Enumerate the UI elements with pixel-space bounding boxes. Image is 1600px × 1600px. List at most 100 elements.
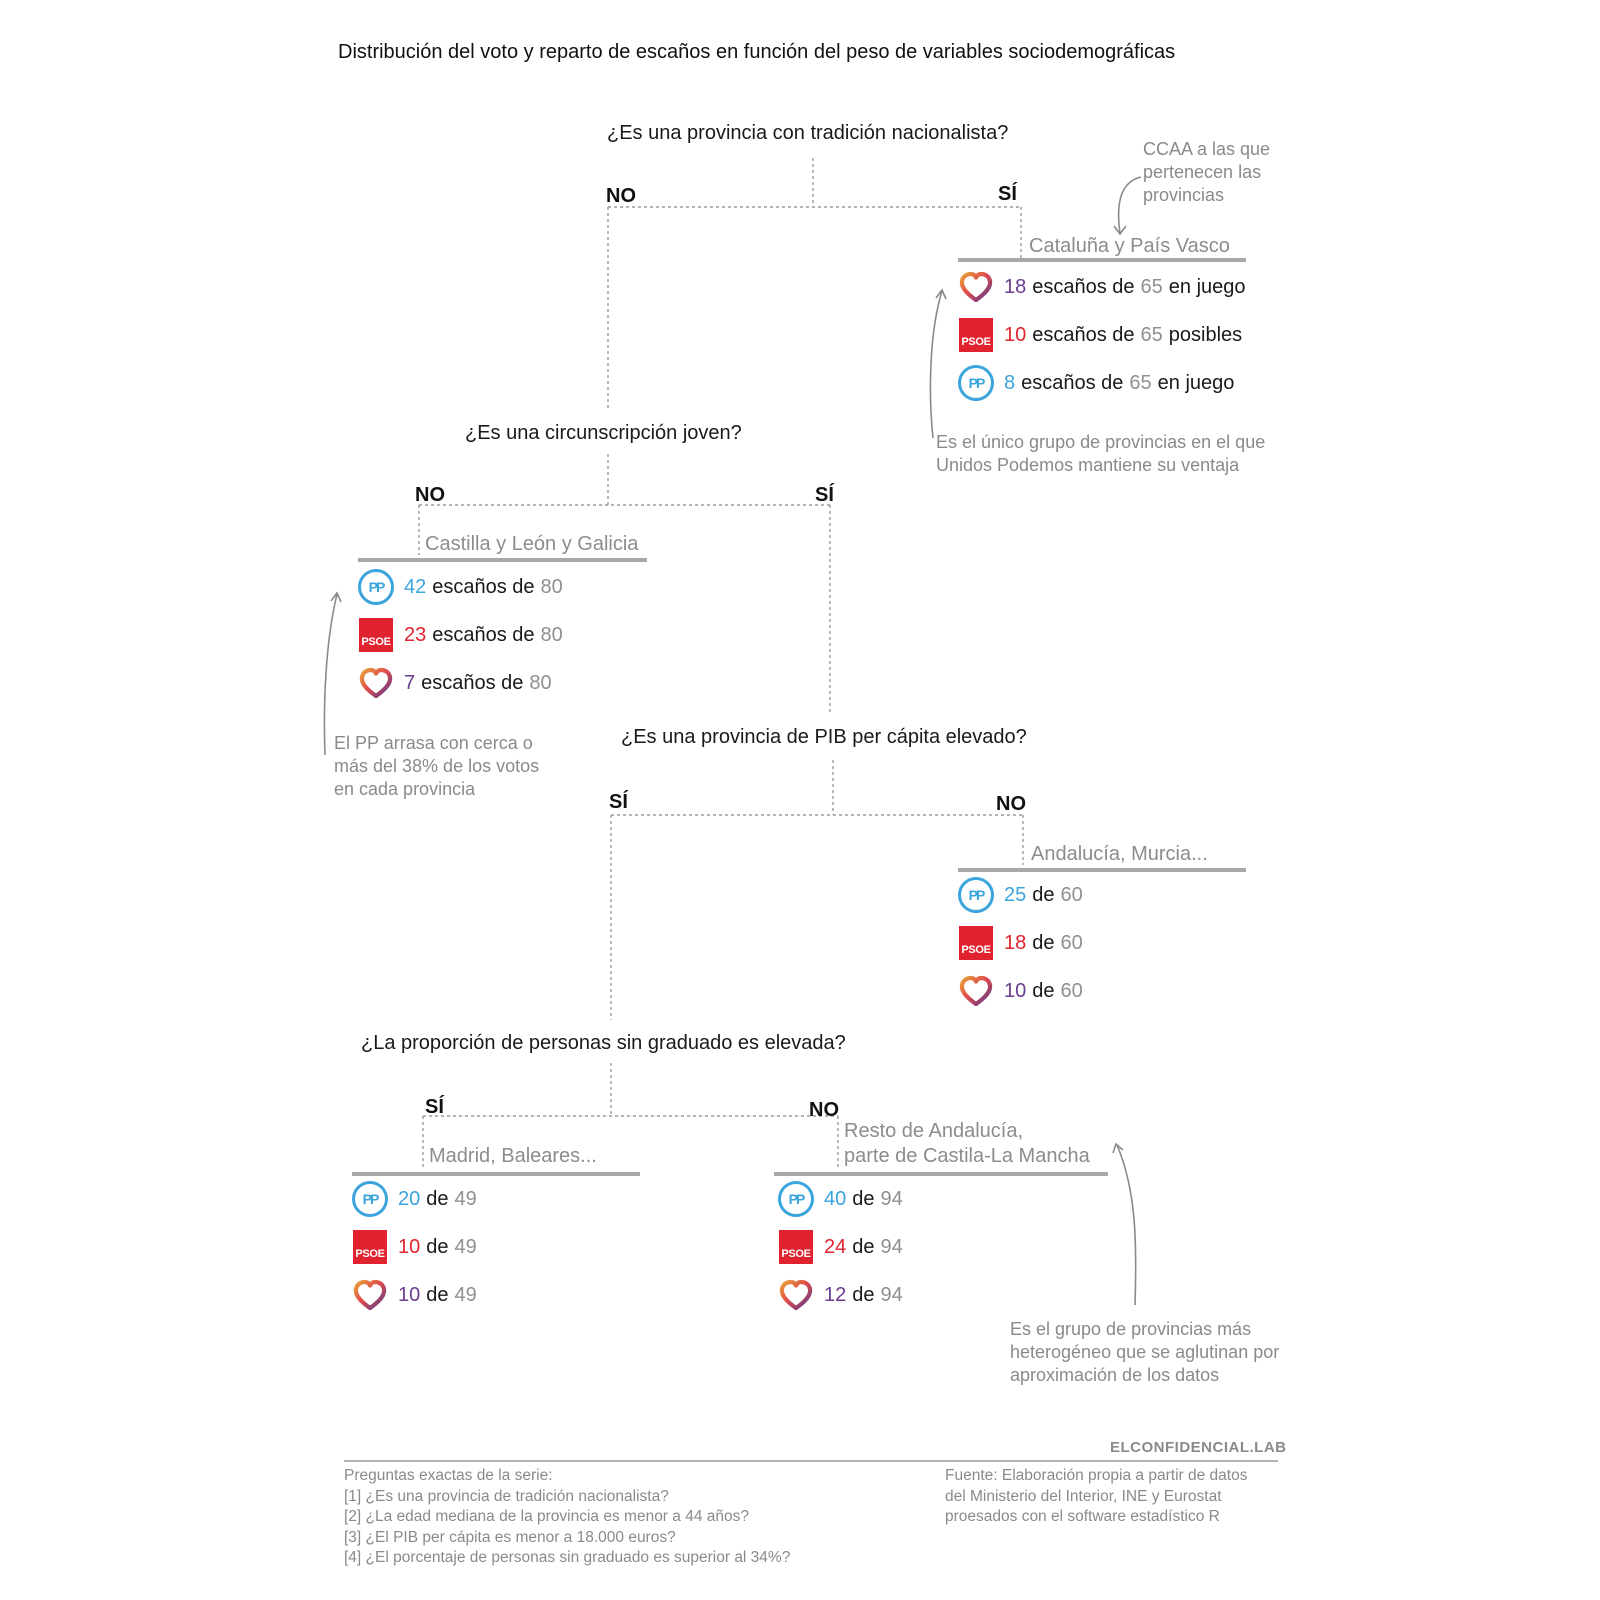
pp-logo-text: PP: [958, 877, 994, 913]
seat-count: 10: [1004, 323, 1027, 346]
pp-logo-text: PP: [358, 569, 394, 605]
pp-logo-text: PP: [958, 365, 994, 401]
seat-total: 80: [540, 623, 563, 646]
seat-count: 18: [1004, 275, 1027, 298]
unidos-podemos-heart-icon: [353, 1279, 387, 1311]
seat-text: escaños de: [421, 671, 524, 694]
answer-si-3: SÍ: [609, 791, 628, 813]
seat-text: escaños de: [1021, 371, 1124, 394]
seat-count: 10: [1004, 979, 1027, 1002]
footer-rule: [344, 1460, 1278, 1462]
seat-text: de: [1032, 883, 1055, 906]
answer-si-4: SÍ: [425, 1096, 444, 1118]
group-label-resto-1: Resto de Andalucía,: [844, 1120, 1024, 1142]
seat-tail: posibles: [1168, 323, 1243, 346]
seat-text: escaños de: [432, 575, 535, 598]
psoe-logo-text: PSOE: [359, 618, 393, 652]
seat-total: 80: [540, 575, 563, 598]
seat-count: 40: [824, 1187, 847, 1210]
seat-count: 12: [824, 1283, 847, 1306]
unidos-podemos-heart-icon: [959, 271, 993, 303]
answer-no-2: NO: [415, 484, 445, 506]
psoe-logo-icon: PSOE: [958, 925, 994, 961]
seat-total: 94: [880, 1283, 903, 1306]
pp-logo-icon: PP: [358, 569, 394, 605]
source-line-2: del Ministerio del Interior, INE y Euros…: [945, 1487, 1222, 1505]
up-logo-icon: [352, 1277, 388, 1313]
seat-text: de: [1032, 979, 1055, 1002]
footer-source: Fuente: Elaboración propia a partir de d…: [945, 1466, 1247, 1528]
seat-total: 65: [1140, 323, 1163, 346]
seat-text: de: [852, 1187, 875, 1210]
source-line-3: proesados con el software estadístico R: [945, 1508, 1220, 1525]
psoe-logo-text: PSOE: [779, 1230, 813, 1264]
footer-question-1: [1] ¿Es una provincia de tradición nacio…: [344, 1487, 669, 1505]
seat-count: 10: [398, 1235, 421, 1258]
seat-total: 60: [1060, 979, 1083, 1002]
pp-logo-icon: PP: [352, 1181, 388, 1217]
question-4: ¿La proporción de personas sin graduado …: [361, 1032, 846, 1054]
seat-text: de: [1032, 931, 1055, 954]
footer-question-4: [4] ¿El porcentaje de personas sin gradu…: [344, 1549, 791, 1566]
seat-count: 18: [1004, 931, 1027, 954]
chart-title: Distribución del voto y reparto de escañ…: [338, 41, 1176, 63]
seat-total: 49: [454, 1187, 477, 1210]
footer-question-2: [2] ¿La edad mediana de la provincia es …: [344, 1508, 749, 1525]
group-label-resto-2: parte de Castila-La Mancha: [844, 1145, 1090, 1167]
answer-si-2: SÍ: [815, 484, 834, 506]
seat-total: 60: [1060, 883, 1083, 906]
psoe-logo-icon: PSOE: [778, 1229, 814, 1265]
seat-text: escaños de: [432, 623, 535, 646]
seat-count: 10: [398, 1283, 421, 1306]
up-logo-icon: [778, 1277, 814, 1313]
seat-total: 94: [880, 1235, 903, 1258]
group-label-cyl: Castilla y León y Galicia: [425, 533, 639, 555]
answer-no-4: NO: [809, 1099, 839, 1121]
answer-no-3: NO: [996, 793, 1026, 815]
seat-count: 24: [824, 1235, 847, 1258]
footer-questions-title: Preguntas exactas de la serie:: [344, 1467, 553, 1484]
pp-logo-icon: PP: [958, 877, 994, 913]
psoe-logo-icon: PSOE: [958, 317, 994, 353]
psoe-logo-icon: PSOE: [352, 1229, 388, 1265]
unidos-podemos-heart-icon: [359, 667, 393, 699]
unidos-podemos-heart-icon: [959, 975, 993, 1007]
seat-total: 60: [1060, 931, 1083, 954]
seat-total: 94: [880, 1187, 903, 1210]
seat-count: 23: [404, 623, 427, 646]
seat-text: escaños de: [1032, 323, 1135, 346]
note-resto: Es el grupo de provincias más heterogéne…: [1010, 1319, 1280, 1385]
source-line-1: Fuente: Elaboración propia a partir de d…: [945, 1467, 1248, 1484]
seat-count: 7: [404, 671, 416, 694]
answer-no-1: NO: [606, 185, 636, 207]
psoe-logo-text: PSOE: [353, 1230, 387, 1264]
footer-questions: Preguntas exactas de la serie: [1] ¿Es u…: [344, 1466, 790, 1569]
seat-total: 65: [1129, 371, 1152, 394]
seat-count: 42: [404, 575, 427, 598]
question-3: ¿Es una provincia de PIB per cápita elev…: [621, 726, 1027, 748]
seat-text: de: [852, 1283, 875, 1306]
seat-total: 49: [454, 1283, 477, 1306]
seat-count: 8: [1004, 371, 1016, 394]
up-logo-icon: [358, 665, 394, 701]
seat-text: de: [426, 1283, 449, 1306]
seat-tail: en juego: [1157, 371, 1235, 394]
seat-count: 25: [1004, 883, 1027, 906]
seat-text: de: [426, 1187, 449, 1210]
pp-logo-text: PP: [778, 1181, 814, 1217]
note-cyl: El PP arrasa con cerca o más del 38% de …: [334, 733, 540, 799]
up-logo-icon: [958, 973, 994, 1009]
group-label-mad: Madrid, Baleares...: [429, 1145, 597, 1167]
seat-text: de: [852, 1235, 875, 1258]
